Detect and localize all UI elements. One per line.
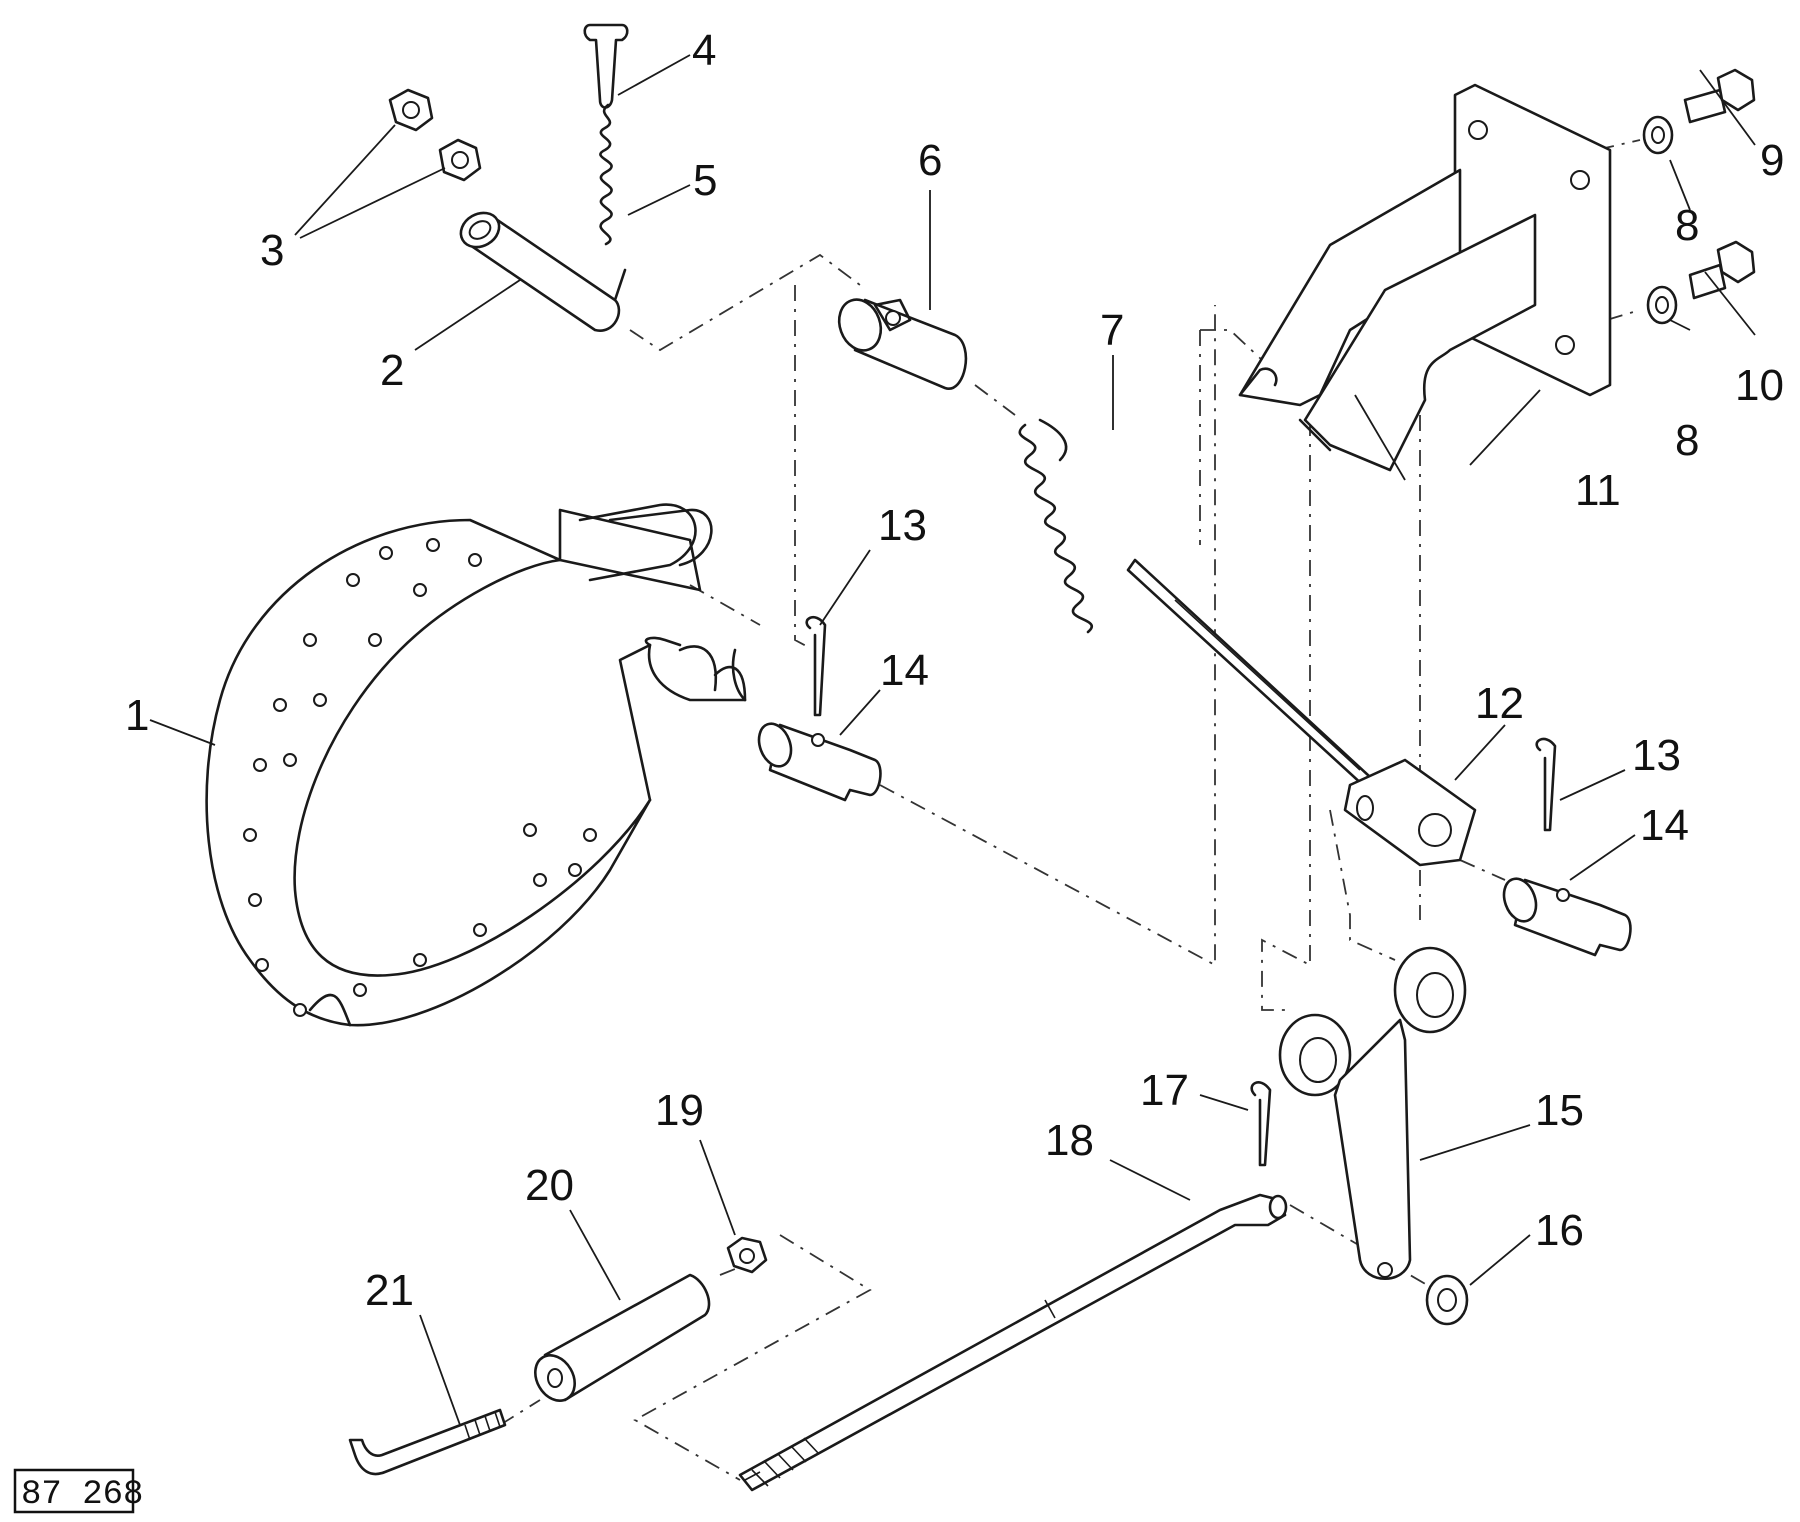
nuts — [388, 88, 482, 182]
pin — [583, 23, 629, 109]
callout-6: 6 — [918, 136, 942, 185]
callout-17: 17 — [1140, 1066, 1189, 1115]
rod-end — [1343, 758, 1477, 867]
callout-5: 5 — [693, 156, 717, 205]
callout-1: 1 — [125, 691, 149, 740]
figure-reference-label: 87 268 — [21, 1476, 143, 1514]
callout-8-bottom: 8 — [1675, 416, 1699, 465]
nut-19 — [726, 1236, 768, 1274]
tube — [534, 1273, 711, 1402]
callout-15: 15 — [1535, 1086, 1584, 1135]
brake-band — [205, 503, 747, 1027]
callout-8-top: 8 — [1675, 201, 1699, 250]
callout-12: 12 — [1475, 679, 1524, 728]
adjusting-rod-spring — [1018, 418, 1397, 810]
link-rod — [738, 1193, 1288, 1492]
callout-14-left: 14 — [880, 646, 929, 695]
small-spring — [599, 103, 613, 246]
trunnion — [837, 298, 968, 390]
callout-14-right: 14 — [1640, 801, 1689, 850]
assembly-lines — [499, 139, 1641, 1481]
figure-reference: 87 268 — [13, 1468, 143, 1514]
callout-21: 21 — [365, 1266, 414, 1315]
callout-3: 3 — [260, 226, 284, 275]
callout-11: 11 — [1575, 466, 1621, 515]
callout-10: 10 — [1735, 361, 1784, 410]
callout-9: 9 — [1760, 136, 1784, 185]
callout-13-right: 13 — [1632, 731, 1681, 780]
bracket — [1238, 83, 1612, 472]
leader-lines — [149, 54, 1756, 1426]
callout-13-left: 13 — [878, 501, 927, 550]
callout-19: 19 — [655, 1086, 704, 1135]
clevis-pins — [757, 722, 1632, 957]
washer — [1425, 1274, 1469, 1326]
callout-18: 18 — [1045, 1116, 1094, 1165]
callout-7: 7 — [1100, 306, 1124, 355]
hook-rod — [348, 1408, 507, 1476]
callout-16: 16 — [1535, 1206, 1584, 1255]
cotter-pin-17 — [1250, 1081, 1272, 1167]
sleeve — [459, 211, 627, 332]
lever — [1278, 946, 1467, 1281]
washers-bolts — [1642, 68, 1756, 325]
callout-2: 2 — [380, 346, 404, 395]
callout-4: 4 — [692, 26, 716, 75]
callout-labels: 1 2 3 4 5 6 7 8 8 9 10 11 12 13 13 14 14… — [125, 26, 1784, 1315]
callout-20: 20 — [525, 1161, 574, 1210]
cotter-pins — [805, 615, 1557, 832]
